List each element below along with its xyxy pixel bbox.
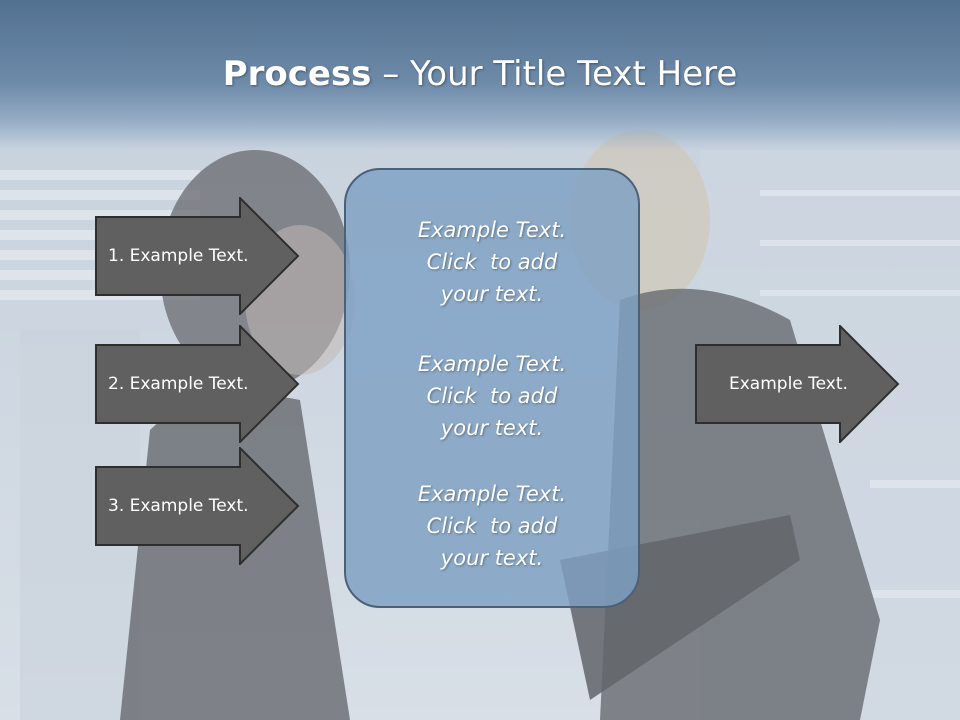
process-step-label: 1. Example Text. — [108, 246, 249, 266]
text-line: your text. — [440, 546, 544, 570]
header-band — [0, 0, 960, 150]
text-line: your text. — [440, 282, 544, 306]
slide-title[interactable]: Process – Your Title Text Here — [0, 52, 960, 96]
result-arrow[interactable]: Example Text. — [695, 325, 900, 443]
title-bold-part: Process — [222, 54, 372, 94]
text-block-3: Example Text. Click to add your text. — [346, 478, 638, 574]
text-line: your text. — [440, 416, 544, 440]
process-step-arrow-2[interactable]: 2. Example Text. — [95, 325, 300, 443]
text-block-2: Example Text. Click to add your text. — [346, 348, 638, 444]
arrow-shape — [695, 325, 900, 443]
text-line: Example Text. — [417, 352, 567, 376]
process-step-arrow-3[interactable]: 3. Example Text. — [95, 447, 300, 565]
title-rest-part: – Your Title Text Here — [371, 54, 738, 94]
arrow-shape — [95, 325, 300, 443]
arrow-shape — [95, 447, 300, 565]
process-step-label: 3. Example Text. — [108, 496, 249, 516]
center-text-box[interactable]: Example Text. Click to add your text. Ex… — [344, 168, 640, 608]
text-line: Example Text. — [417, 482, 567, 506]
text-line: Click to add — [426, 384, 558, 408]
result-label: Example Text. — [729, 374, 848, 394]
text-line: Example Text. — [417, 218, 567, 242]
process-step-label: 2. Example Text. — [108, 374, 249, 394]
process-step-arrow-1[interactable]: 1. Example Text. — [95, 197, 300, 315]
text-line: Click to add — [426, 514, 558, 538]
arrow-shape — [95, 197, 300, 315]
text-block-1: Example Text. Click to add your text. — [346, 214, 638, 310]
text-line: Click to add — [426, 250, 558, 274]
